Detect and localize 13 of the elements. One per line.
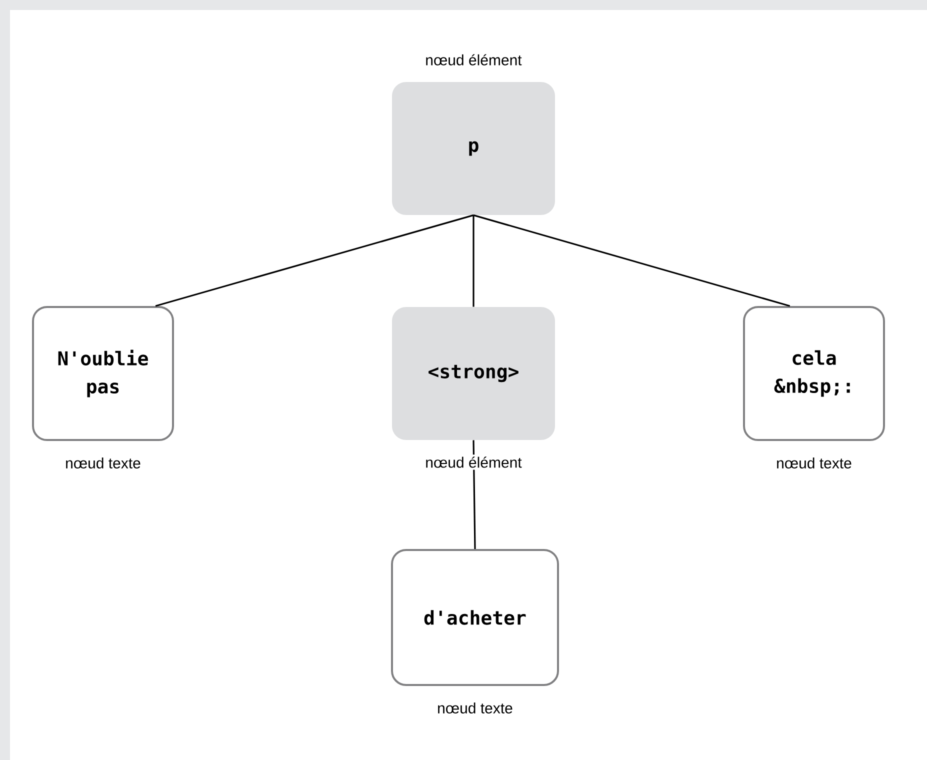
node-caption: nœud texte xyxy=(435,700,515,716)
text-node-box: d'acheter xyxy=(391,549,559,686)
node-caption: nœud élément xyxy=(423,454,524,470)
text-node-box: N'oublie pas xyxy=(32,306,174,441)
text-node-box: cela &nbsp;: xyxy=(743,306,885,441)
node-caption: nœud texte xyxy=(774,456,854,470)
node-caption: nœud texte xyxy=(63,456,143,470)
connector-line xyxy=(472,215,474,307)
connector-line xyxy=(155,214,474,307)
element-node-box: p xyxy=(392,82,555,215)
connector-line xyxy=(473,214,790,307)
node-caption: nœud élément xyxy=(423,52,524,68)
element-node-box: <strong> xyxy=(392,307,555,440)
